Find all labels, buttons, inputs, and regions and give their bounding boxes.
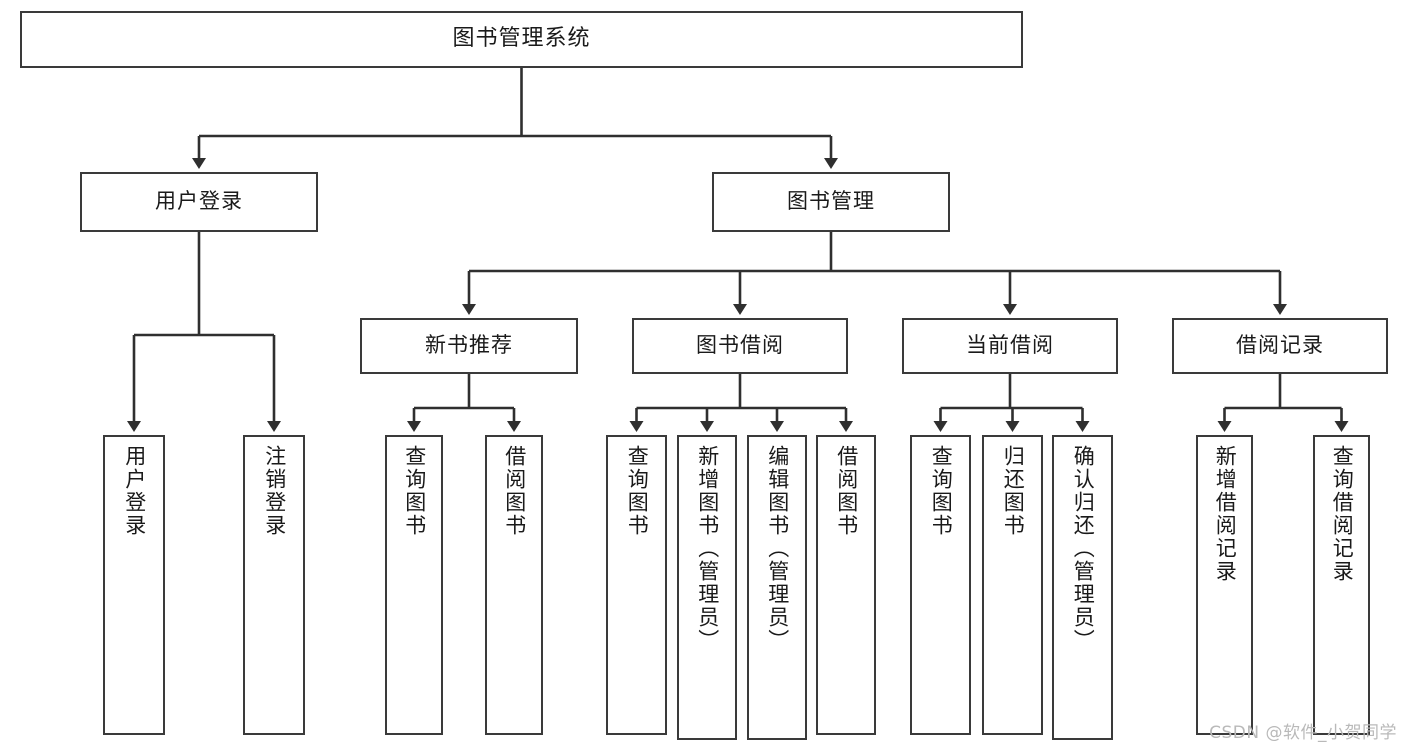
root-node-book-management-system[interactable]: 图书管理系统 — [20, 11, 1023, 68]
level2-node-1-label: 新书推荐 — [425, 333, 513, 358]
leaf-node-13-label-vertical: 查询借阅记录 — [1330, 445, 1355, 583]
level2-node-2-label: 图书借阅 — [696, 333, 784, 358]
level1-node-1[interactable]: 用户登录 — [80, 172, 318, 232]
leaf-node-9-label-vertical: 查询图书 — [929, 445, 954, 537]
leaf-node-2[interactable]: 注销登录 — [243, 435, 305, 735]
leaf-node-8[interactable]: 借阅图书 — [816, 435, 876, 735]
leaf-node-12-label-vertical: 新增借阅记录 — [1213, 445, 1238, 583]
leaf-node-1[interactable]: 用户登录 — [103, 435, 165, 735]
leaf-node-10[interactable]: 归还图书 — [982, 435, 1043, 735]
leaf-node-10-label-vertical: 归还图书 — [1001, 445, 1026, 537]
leaf-node-6[interactable]: 新增图书（管理员） — [677, 435, 737, 740]
level2-node-2[interactable]: 图书借阅 — [632, 318, 848, 374]
leaf-node-8-label-vertical: 借阅图书 — [834, 445, 859, 537]
leaf-node-3-label-vertical: 查询图书 — [402, 445, 427, 537]
leaf-node-11[interactable]: 确认归还（管理员） — [1052, 435, 1113, 740]
leaf-node-7-label-vertical: 编辑图书（管理员） — [765, 445, 790, 652]
leaf-node-3[interactable]: 查询图书 — [385, 435, 443, 735]
level2-node-3-label: 当前借阅 — [966, 333, 1054, 358]
leaf-node-7[interactable]: 编辑图书（管理员） — [747, 435, 807, 740]
leaf-node-11-label-vertical: 确认归还（管理员） — [1071, 445, 1096, 652]
leaf-node-5-label-vertical: 查询图书 — [625, 445, 650, 537]
leaf-node-4-label-vertical: 借阅图书 — [502, 445, 527, 537]
leaf-node-1-label-vertical: 用户登录 — [122, 445, 147, 537]
level1-node-1-label: 用户登录 — [155, 189, 243, 214]
leaf-node-6-label-vertical: 新增图书（管理员） — [695, 445, 720, 652]
level2-node-4-label: 借阅记录 — [1236, 333, 1324, 358]
watermark-label: CSDN @软件_小贺同学 — [1209, 723, 1397, 743]
level2-node-4[interactable]: 借阅记录 — [1172, 318, 1388, 374]
leaf-node-5[interactable]: 查询图书 — [606, 435, 667, 735]
level1-node-2[interactable]: 图书管理 — [712, 172, 950, 232]
leaf-node-12[interactable]: 新增借阅记录 — [1196, 435, 1253, 735]
level2-node-3[interactable]: 当前借阅 — [902, 318, 1118, 374]
leaf-node-2-label-vertical: 注销登录 — [262, 445, 287, 537]
leaf-node-9[interactable]: 查询图书 — [910, 435, 971, 735]
level2-node-1[interactable]: 新书推荐 — [360, 318, 578, 374]
leaf-node-13[interactable]: 查询借阅记录 — [1313, 435, 1370, 735]
level1-node-2-label: 图书管理 — [787, 189, 875, 214]
leaf-node-4[interactable]: 借阅图书 — [485, 435, 543, 735]
root-node-book-management-system-label: 图书管理系统 — [452, 26, 591, 52]
